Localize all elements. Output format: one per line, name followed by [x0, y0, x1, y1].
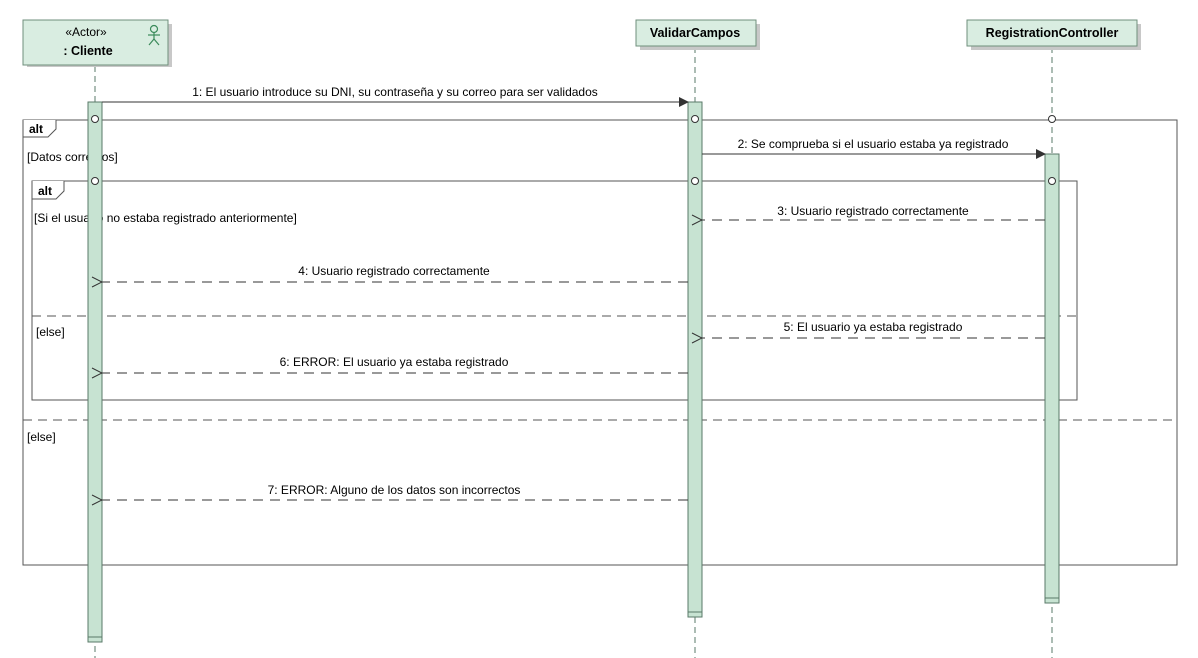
- lifeline-head-cliente[interactable]: «Actor» : Cliente: [22, 19, 172, 67]
- fragment-intersection-markers: [91, 115, 1056, 185]
- message-7-label: 7: ERROR: Alguno de los datos son incorr…: [268, 483, 521, 497]
- message-7[interactable]: 7: ERROR: Alguno de los datos son incorr…: [102, 483, 688, 500]
- message-2[interactable]: 2: Se comprueba si el usuario estaba ya …: [702, 137, 1046, 159]
- lifeline-head-validarcampos[interactable]: ValidarCampos: [635, 19, 760, 50]
- message-1-label: 1: El usuario introduce su DNI, su contr…: [192, 85, 598, 99]
- message-5-label: 5: El usuario ya estaba registrado: [784, 320, 963, 334]
- inner-alt-operator: alt: [38, 184, 52, 198]
- outer-guard-else: [else]: [27, 430, 56, 444]
- message-6[interactable]: 6: ERROR: El usuario ya estaba registrad…: [102, 355, 688, 373]
- cliente-stereotype: «Actor»: [65, 25, 107, 39]
- validarcampos-name: ValidarCampos: [650, 26, 740, 40]
- message-3[interactable]: 3: Usuario registrado correctamente: [702, 204, 1045, 220]
- outer-alt-operator: alt: [29, 122, 43, 136]
- lifeline-head-registrationcontroller[interactable]: RegistrationController: [966, 19, 1141, 50]
- actor-icon: [148, 24, 160, 46]
- message-4[interactable]: 4: Usuario registrado correctamente: [102, 264, 688, 282]
- activation-validarcampos: [687, 101, 703, 618]
- activation-registrationcontroller: [1044, 153, 1060, 604]
- message-3-label: 3: Usuario registrado correctamente: [777, 204, 969, 218]
- outer-alt-fragment[interactable]: alt [Datos correctos] [else]: [22, 119, 1178, 566]
- message-5[interactable]: 5: El usuario ya estaba registrado: [702, 320, 1045, 338]
- outer-guard-datos-correctos: [Datos correctos]: [27, 150, 118, 164]
- inner-guard-no-registrado: [Si el usuario no estaba registrado ante…: [34, 211, 297, 225]
- inner-guard-else: [else]: [36, 325, 65, 339]
- message-2-label: 2: Se comprueba si el usuario estaba ya …: [738, 137, 1009, 151]
- message-1[interactable]: 1: El usuario introduce su DNI, su contr…: [102, 85, 689, 107]
- registrationcontroller-name: RegistrationController: [986, 26, 1119, 40]
- message-6-label: 6: ERROR: El usuario ya estaba registrad…: [280, 355, 509, 369]
- message-4-label: 4: Usuario registrado correctamente: [298, 264, 490, 278]
- cliente-name: : Cliente: [63, 44, 112, 58]
